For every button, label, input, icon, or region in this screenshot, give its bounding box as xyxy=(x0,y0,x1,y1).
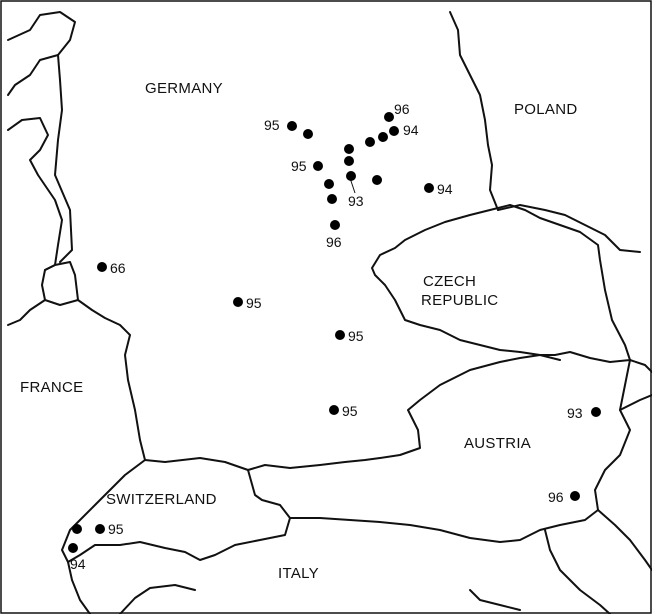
border-slovenia-croatia xyxy=(544,529,611,614)
label-france: FRANCE xyxy=(20,379,84,396)
label-switzerland: SWITZERLAND xyxy=(106,491,217,508)
border-germany-austria xyxy=(247,354,561,471)
site-label: 95 xyxy=(246,295,262,311)
border-germany-netherlands xyxy=(54,54,73,263)
label-czech-line2: REPUBLIC xyxy=(421,292,499,309)
site-dot xyxy=(324,179,334,189)
site-dot xyxy=(335,330,345,340)
site-dot xyxy=(591,407,601,417)
site-label: 96 xyxy=(394,101,410,117)
site-dot xyxy=(424,183,434,193)
site-dot xyxy=(95,524,105,534)
border-france-germany xyxy=(77,299,146,461)
border-poland-czech xyxy=(497,204,641,253)
site-label: 95 xyxy=(291,158,307,174)
border-czech xyxy=(371,204,631,363)
site-dot xyxy=(384,112,394,122)
site-dot xyxy=(372,175,382,185)
border-france-italy xyxy=(67,561,91,614)
site-dot xyxy=(313,161,323,171)
site-label: 94 xyxy=(70,556,86,572)
border-east-hungary xyxy=(619,394,652,411)
site-label: 96 xyxy=(326,234,342,250)
site-label: 95 xyxy=(264,117,280,133)
coastline-netherlands xyxy=(7,117,63,271)
site-label: 94 xyxy=(403,122,419,138)
border-austria-east xyxy=(289,359,631,543)
label-poland: POLAND xyxy=(514,101,578,118)
site-dot xyxy=(327,194,337,204)
site-label: 93 xyxy=(567,405,583,421)
site-dot xyxy=(303,129,313,139)
label-austria: AUSTRIA xyxy=(464,435,532,452)
site-label: 66 xyxy=(110,260,126,276)
site-dot xyxy=(346,171,356,181)
label-germany: GERMANY xyxy=(145,80,223,97)
site-dot xyxy=(233,297,243,307)
site-label: 95 xyxy=(348,328,364,344)
coastline-north-sea xyxy=(7,11,76,96)
coastline-adriatic xyxy=(469,589,521,611)
site-label: 94 xyxy=(437,181,453,197)
border-italy-slovenia xyxy=(597,509,652,571)
site-dot xyxy=(389,126,399,136)
coastline-italy xyxy=(119,584,196,614)
site-dot xyxy=(330,220,340,230)
site-dot xyxy=(344,156,354,166)
site-dot xyxy=(365,137,375,147)
site-label: 95 xyxy=(342,403,358,419)
label-czech-line1: CZECH xyxy=(423,273,477,290)
site-dot xyxy=(97,262,107,272)
site-dot xyxy=(68,543,78,553)
site-dot xyxy=(287,121,297,131)
border-austria-slovakia xyxy=(629,359,652,373)
site-dot xyxy=(329,405,339,415)
site-label: 96 xyxy=(548,489,564,505)
border-germany-poland xyxy=(449,11,499,211)
site-dot xyxy=(570,491,580,501)
label-italy: ITALY xyxy=(278,565,319,582)
site-dot xyxy=(72,524,82,534)
site-label: 95 xyxy=(108,521,124,537)
site-dot xyxy=(378,132,388,142)
border-france-west xyxy=(7,299,46,326)
site-dot xyxy=(344,144,354,154)
site-label: 93 xyxy=(348,193,364,209)
